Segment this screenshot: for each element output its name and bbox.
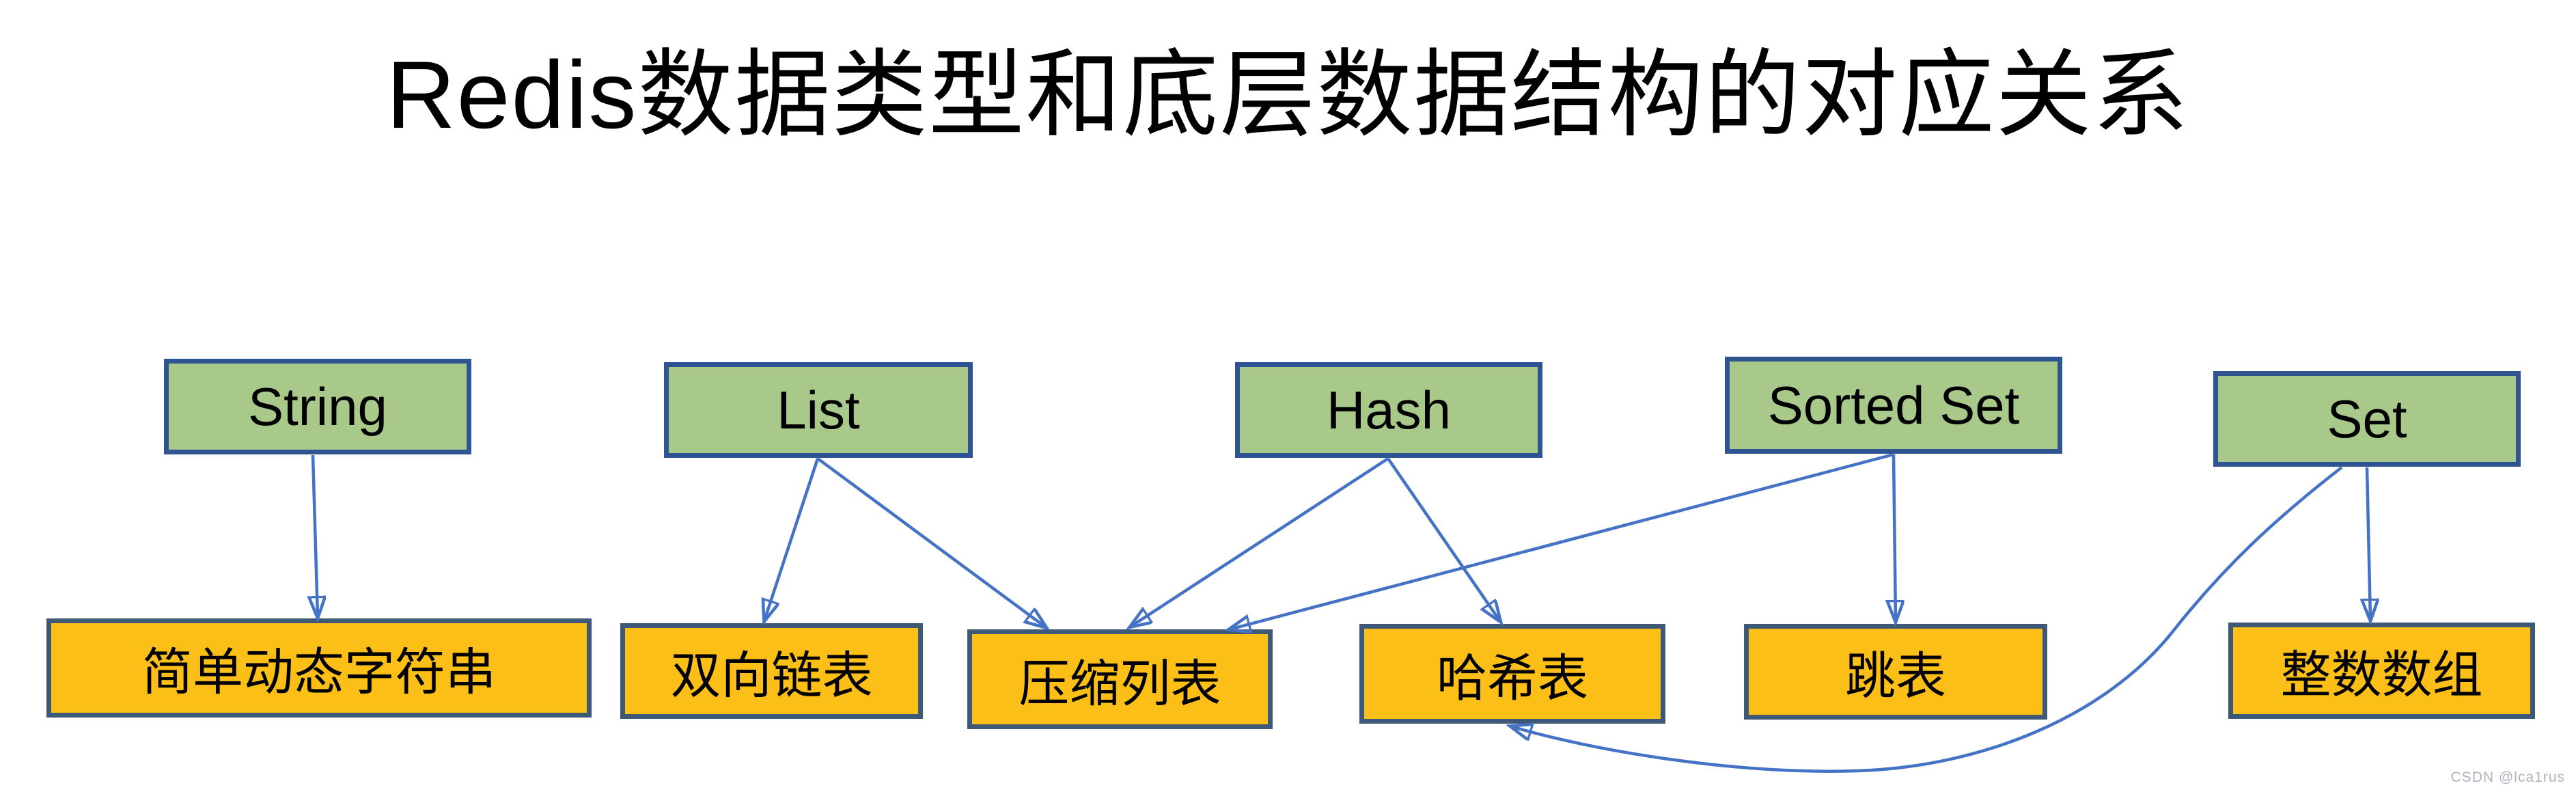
struct-label-skip-list: 跳表 (1845, 647, 1946, 705)
arrow-set-to-hashtable (1511, 466, 2343, 773)
type-box-hash: Hash (1235, 362, 1542, 458)
type-box-sorted-set: Sorted Set (1725, 357, 2062, 454)
struct-label-integer-array: 整数数组 (2280, 646, 2483, 703)
type-label-hash: Hash (1326, 379, 1452, 440)
struct-label-hash-table: 哈希表 (1437, 649, 1588, 707)
arrow-set-to-intset (2367, 467, 2370, 620)
struct-box-integer-array: 整数数组 (2228, 623, 2535, 719)
watermark: CSDN @lca1rus (2450, 769, 2565, 785)
type-label-sorted-set: Sorted Set (1767, 374, 2020, 435)
diagram-title: Redis数据类型和底层数据结构的对应关系 (386, 41, 2190, 148)
type-box-string: String (164, 359, 471, 454)
type-label-set: Set (2327, 388, 2407, 449)
arrow-sortedset-to-skiplist (1894, 454, 1896, 621)
type-label-string: String (248, 376, 387, 437)
arrow-sortedset-to-ziplist (1230, 452, 1894, 629)
struct-box-doubly-linked-list: 双向链表 (620, 623, 923, 719)
struct-box-hash-table: 哈希表 (1359, 624, 1665, 724)
struct-box-simple-dynamic-string: 简单动态字符串 (46, 618, 592, 718)
arrow-list-to-ziplist (816, 457, 1046, 627)
type-label-list: List (777, 379, 860, 440)
struct-label-simple-dynamic-string: 简单动态字符串 (142, 644, 496, 700)
type-box-set: Set (2213, 371, 2521, 467)
struct-box-skip-list: 跳表 (1744, 624, 2047, 720)
arrow-list-to-linkedlist (764, 458, 820, 620)
struct-label-ziplist: 压缩列表 (1019, 655, 1221, 712)
arrow-hash-to-ziplist (1131, 457, 1389, 627)
struct-label-doubly-linked-list: 双向链表 (670, 646, 873, 704)
struct-box-ziplist: 压缩列表 (967, 629, 1273, 729)
arrow-hash-to-hashtable (1387, 457, 1500, 621)
arrow-string-to-sds (313, 454, 318, 617)
type-box-list: List (664, 362, 973, 458)
